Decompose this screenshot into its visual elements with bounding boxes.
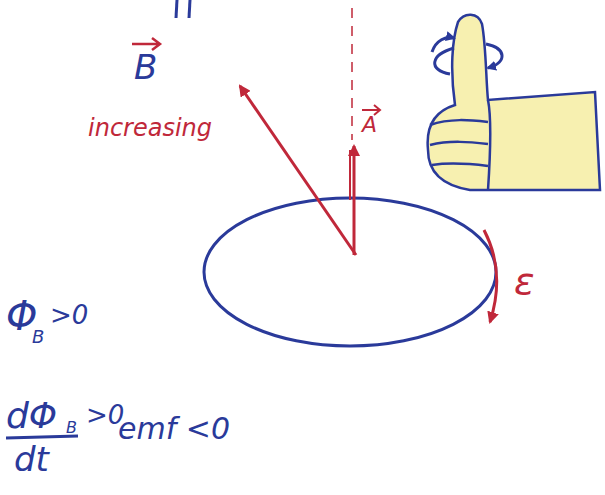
- b-vector: [240, 86, 356, 255]
- vector-arrow: [132, 38, 160, 50]
- conducting-loop: [204, 198, 496, 346]
- equals-marks: [176, 0, 190, 18]
- denominator: dt: [14, 442, 49, 476]
- equation-text: emf <0: [118, 414, 230, 444]
- subscript: B: [66, 420, 77, 436]
- right-hand: [428, 15, 600, 190]
- curl-arrows: [432, 38, 502, 74]
- vector-symbol: B: [134, 50, 157, 84]
- subscript: B: [32, 328, 44, 346]
- annotation: increasing: [88, 116, 212, 140]
- normal-line: [351, 8, 353, 140]
- emf-arrow: [484, 230, 497, 322]
- a-vector: [353, 146, 356, 255]
- numerator: dΦ: [6, 398, 57, 434]
- emf-symbol: ε: [514, 262, 535, 300]
- a-vector: [349, 150, 351, 200]
- vector-symbol: A: [362, 114, 377, 136]
- fraction-bar: [6, 436, 78, 438]
- inequality: >0: [50, 302, 88, 328]
